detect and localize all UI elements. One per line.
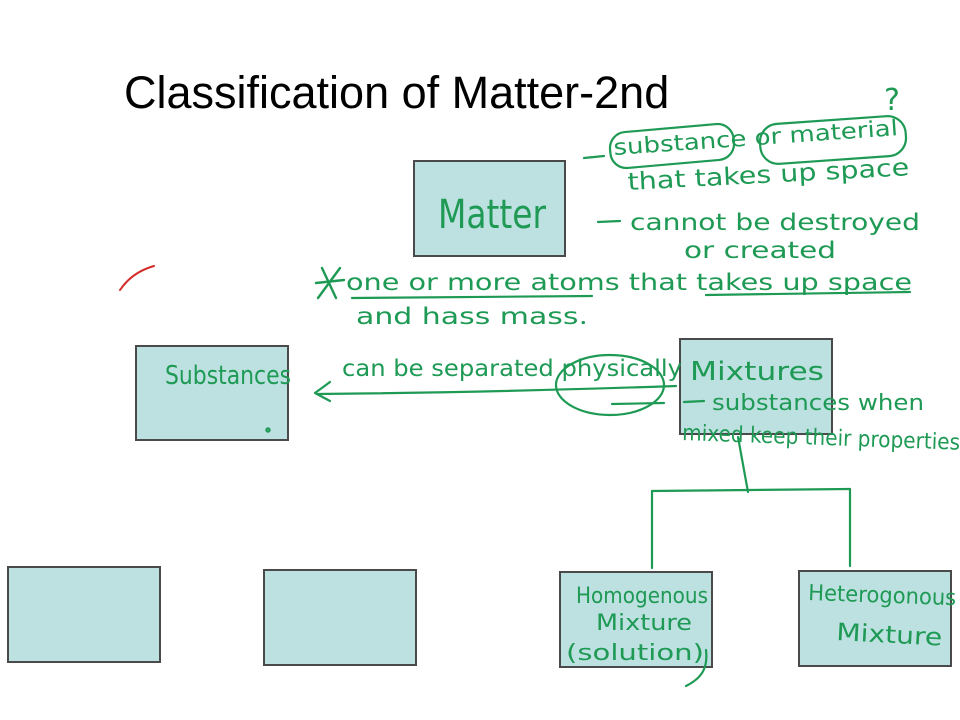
homogenous-label-line3: (solution) (566, 641, 704, 666)
physically-circle (554, 353, 666, 417)
separated-arrow (316, 384, 678, 396)
asterisk-mark (314, 266, 346, 300)
dash-mark (596, 219, 622, 224)
matter-definition2-line2: or created (684, 238, 836, 264)
mixture-definition-line2: mixed keep their properties (682, 421, 960, 456)
homogenous-label-line1: Homogenous (576, 584, 708, 609)
question-mark: ? (884, 83, 900, 118)
matter-definition-line2: that takes up space (627, 153, 910, 196)
slide-title: Classification of Matter-2nd (124, 67, 670, 118)
separated-arrowhead (313, 380, 332, 403)
heterogenous-box (798, 570, 952, 667)
heterogenous-label-line1: Heterogonous (808, 581, 957, 611)
mixture-definition-line1: substances when (712, 391, 924, 416)
separated-note: can be separated physically (342, 356, 682, 382)
dash-mark (682, 399, 706, 404)
matter-label: Matter (438, 192, 546, 238)
matter-definition-line1: substance or material (613, 116, 899, 161)
atoms-note-line2: and hass mass. (356, 304, 588, 330)
tree-connector (650, 487, 852, 493)
substances-box (135, 345, 289, 441)
matter-definition2-line1: cannot be destroyed (630, 210, 920, 236)
empty-box-center (263, 569, 417, 666)
ink-curl (684, 648, 708, 688)
homogenous-box (559, 571, 713, 668)
matter-box (413, 160, 566, 257)
ink-dot (265, 427, 271, 433)
tree-connector (736, 435, 750, 494)
physically-underline (610, 401, 666, 406)
heterogenous-label-line2: Mixture (836, 618, 943, 652)
material-circle (758, 115, 908, 165)
empty-box-left (7, 566, 161, 663)
atoms-note-line1: one or more atoms that takes up space (346, 270, 912, 296)
mixtures-box (679, 338, 833, 435)
dash-mark (582, 154, 606, 160)
homogenous-label-line2: Mixture (596, 611, 692, 636)
substance-circle (608, 122, 736, 170)
red-ink-mark (119, 265, 155, 291)
mixtures-label: Mixtures (690, 357, 824, 387)
takes-up-space-underline (704, 290, 912, 297)
atoms-underline (350, 294, 594, 300)
substances-label: Substances (165, 361, 291, 391)
